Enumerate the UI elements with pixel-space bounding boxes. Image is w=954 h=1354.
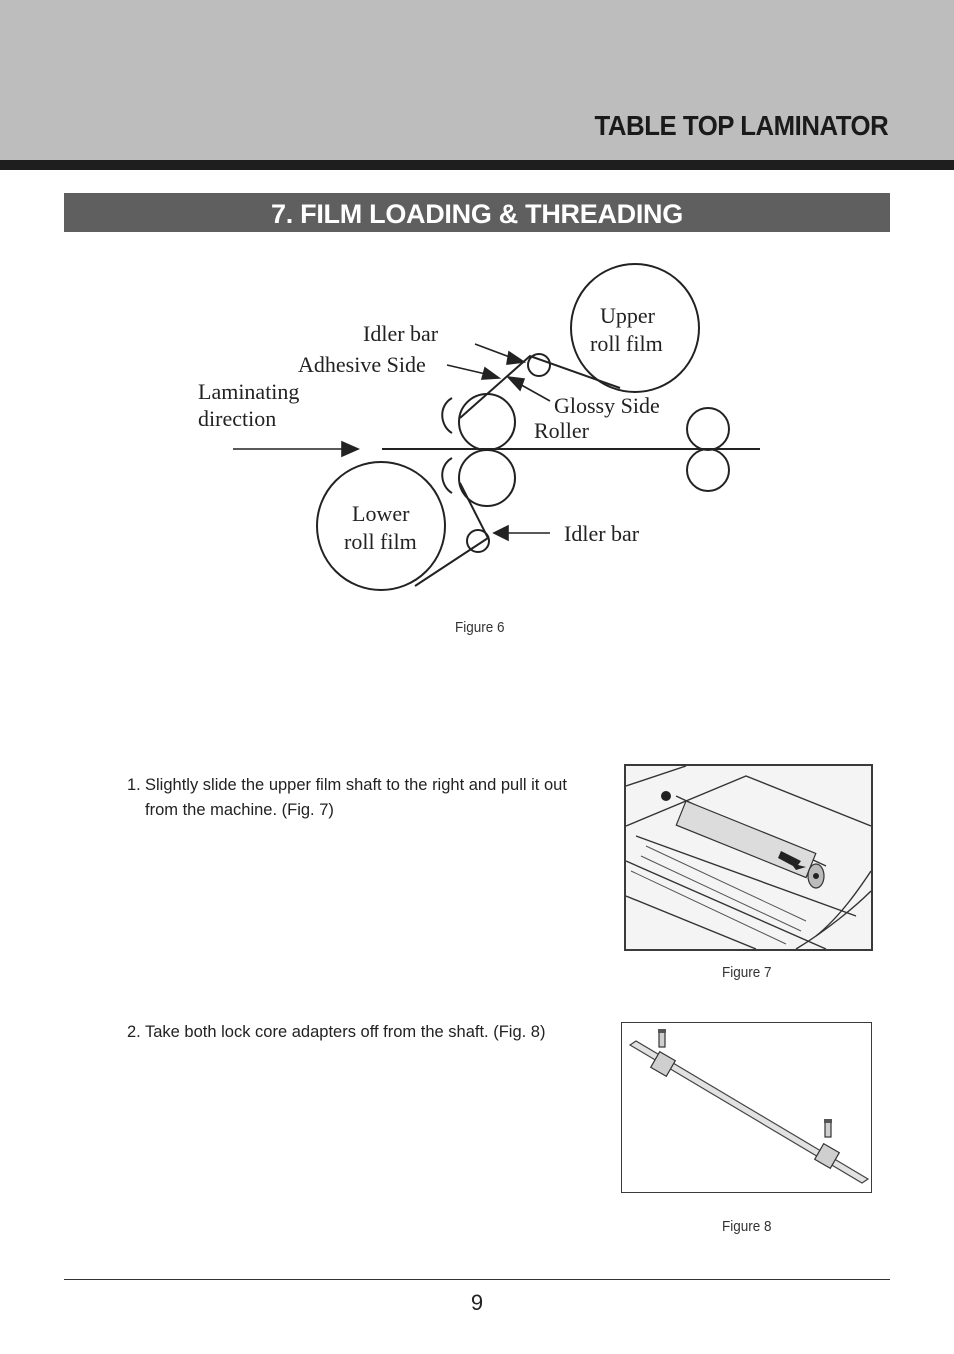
lower-roll-label-1: Lower: [352, 501, 410, 526]
figure-6-caption: Figure 6: [455, 619, 505, 636]
step-1-number: 1.: [127, 776, 141, 794]
upper-pull-roller: [686, 407, 730, 451]
glossy-side-label: Glossy Side: [554, 393, 660, 418]
step-2-text: Take both lock core adapters off from th…: [145, 1023, 546, 1041]
idler-bar-top-label: Idler bar: [363, 321, 439, 346]
lower-idler-bar: [466, 529, 490, 553]
idler-bar-bottom-label: Idler bar: [564, 521, 640, 546]
upper-idler-bar: [527, 353, 551, 377]
figure-7-image: [624, 764, 873, 951]
step-2-number: 2.: [127, 1023, 141, 1041]
figure-8-image: [621, 1022, 872, 1193]
step-1-text: Slightly slide the upper film shaft to t…: [145, 776, 567, 819]
laminating-direction-label-1: Laminating: [198, 379, 299, 404]
header-band: [0, 0, 954, 160]
header-rule: [0, 160, 954, 170]
roller-label: Roller: [534, 418, 590, 443]
page-number: 9: [470, 1290, 484, 1315]
adhesive-side-label: Adhesive Side: [298, 352, 426, 377]
upper-roll-label-1: Upper: [600, 303, 656, 328]
laminator-shaft-illustration: [626, 766, 871, 949]
shaft-with-core-adapters-illustration: [622, 1023, 871, 1192]
step-1: 1. Slightly slide the upper film shaft t…: [127, 773, 587, 823]
figure-7-caption: Figure 7: [722, 964, 772, 981]
laminating-direction-label-2: direction: [198, 406, 276, 431]
step-2: 2. Take both lock core adapters off from…: [127, 1020, 587, 1045]
section-title: 7. FILM LOADING & THREADING: [271, 199, 683, 229]
upper-roll-label-2: roll film: [590, 331, 663, 356]
upper-roll-film-circle: [570, 263, 700, 393]
lower-roll-label-2: roll film: [344, 529, 417, 554]
lower-roll-film-circle: [316, 461, 446, 591]
lower-pull-roller: [686, 448, 730, 492]
figure-8-caption: Figure 8: [722, 1218, 772, 1235]
threading-diagram: Idler bar Adhesive Side Upper roll film …: [198, 263, 760, 591]
upper-main-roller: [458, 393, 516, 451]
footer-rule: [64, 1279, 890, 1280]
section-heading-bar: 7. FILM LOADING & THREADING: [64, 193, 890, 232]
document-title: TABLE TOP LAMINATOR: [594, 110, 888, 141]
